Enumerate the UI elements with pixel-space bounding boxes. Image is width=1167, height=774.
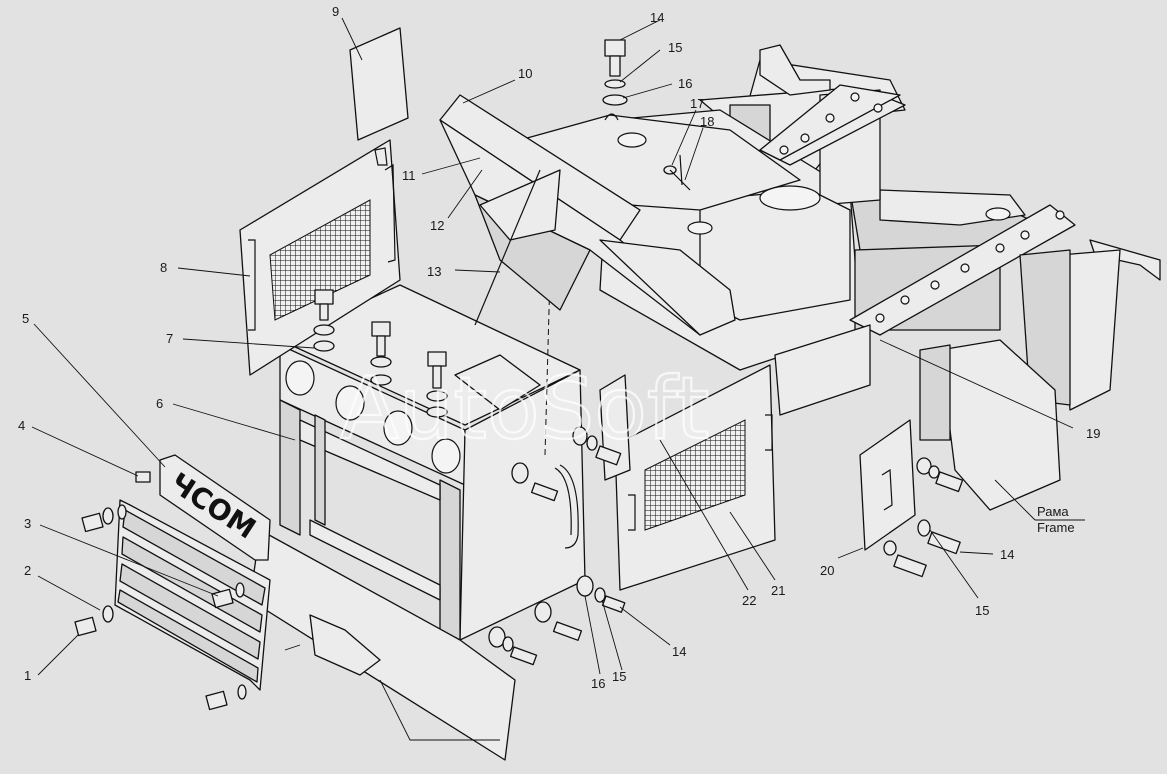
bolt-grille-bottom <box>205 684 247 711</box>
bolt-bottom-a <box>534 601 583 641</box>
frame-lower-bar-holes <box>875 210 1065 323</box>
bolt-20-bottom <box>883 540 927 578</box>
callout-16-top: 16 <box>678 76 692 91</box>
bolt-20-lower <box>917 519 961 555</box>
bolt-grille-top <box>81 504 127 533</box>
callout-4: 4 <box>18 418 25 433</box>
hinged-hood-10 <box>439 94 736 336</box>
callout-labels: 1 2 3 4 5 6 7 8 9 10 11 12 13 14 15 16 1… <box>18 4 1100 691</box>
callout-14-bottom: 14 <box>672 644 686 659</box>
gas-strut-13 <box>474 169 541 326</box>
callout-3: 3 <box>24 516 31 531</box>
callout-16-bottom: 16 <box>591 676 605 691</box>
leader-lines <box>31 17 1085 676</box>
louvered-grille-3 <box>114 499 271 691</box>
callout-5: 5 <box>22 311 29 326</box>
screw-4 <box>135 471 151 483</box>
frame-label-en: Frame <box>1037 520 1075 535</box>
bolt-14-lower <box>576 575 626 613</box>
watermark: AutoSoft <box>340 359 709 459</box>
hinge-bracket <box>454 354 541 411</box>
cover-plate-20 <box>859 419 916 551</box>
side-panel-21 <box>599 324 871 591</box>
frame-bar-holes <box>779 92 883 155</box>
callout-6: 6 <box>156 396 163 411</box>
callout-17: 17 <box>690 96 704 111</box>
callout-12: 12 <box>430 218 444 233</box>
callout-20: 20 <box>820 563 834 578</box>
callout-22: 22 <box>742 593 756 608</box>
callout-15-bottom: 15 <box>612 669 626 684</box>
side-panel-8 <box>239 139 401 376</box>
callout-7: 7 <box>166 331 173 346</box>
callout-18: 18 <box>700 114 714 129</box>
callout-15-top: 15 <box>668 40 682 55</box>
bolt-side-upper <box>511 462 559 502</box>
callout-10: 10 <box>518 66 532 81</box>
bolt-7c <box>426 351 448 418</box>
callout-9: 9 <box>332 4 339 19</box>
bolt-grille-mid <box>211 582 245 609</box>
callout-1: 1 <box>24 668 31 683</box>
bolt-1 <box>74 605 114 637</box>
bolt-top-14 <box>602 39 628 121</box>
bolt-20-upper <box>916 457 964 493</box>
callout-21: 21 <box>771 583 785 598</box>
cover-plate-9 <box>349 27 409 141</box>
callout-15-right: 15 <box>975 603 989 618</box>
bolt-bottom-b <box>488 626 538 666</box>
pin-17-18 <box>663 154 691 191</box>
frame-label-ru: Рама <box>1037 504 1069 519</box>
callout-8: 8 <box>160 260 167 275</box>
callout-2: 2 <box>24 563 31 578</box>
fasteners <box>74 39 964 711</box>
front-round-holes <box>285 360 461 474</box>
callout-13: 13 <box>427 264 441 279</box>
callout-14-right: 14 <box>1000 547 1014 562</box>
callout-19: 19 <box>1086 426 1100 441</box>
callout-11: 11 <box>402 168 416 183</box>
bolt-panel-21 <box>572 426 622 466</box>
bolt-7a <box>313 289 335 352</box>
frame-label: Рама Frame <box>1037 504 1075 535</box>
bolt-7b <box>370 321 392 386</box>
callout-14-top: 14 <box>650 10 664 25</box>
